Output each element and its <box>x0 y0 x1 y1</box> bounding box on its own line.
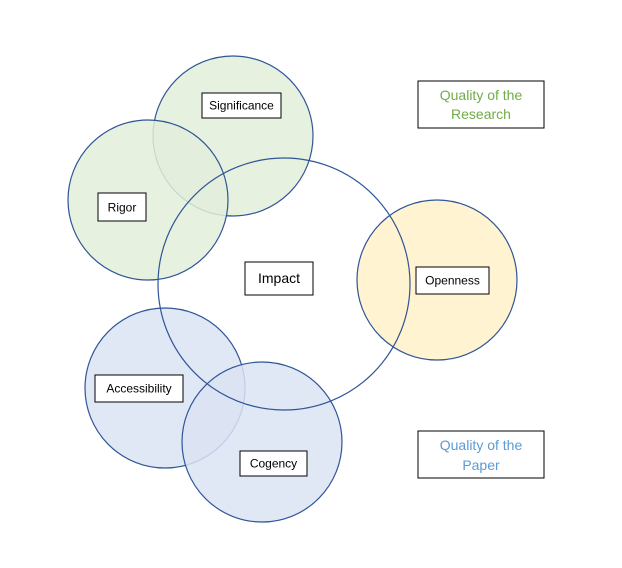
impact-label: Impact <box>244 261 314 296</box>
legend-quality-of-research: Quality of the Research <box>417 80 545 129</box>
svg-text:Rigor: Rigor <box>108 201 137 215</box>
openness-label: Openness <box>415 266 490 295</box>
cogency-label: Cogency <box>239 450 308 477</box>
significance-label: Significance <box>201 92 282 119</box>
svg-text:Paper: Paper <box>462 457 500 473</box>
impact-circle <box>157 157 411 411</box>
svg-text:Significance: Significance <box>209 99 274 113</box>
cogency-circle <box>181 361 343 523</box>
rigor-label: Rigor <box>97 192 147 222</box>
legend-quality-of-paper: Quality of the Paper <box>417 430 545 479</box>
svg-text:Cogency: Cogency <box>250 457 297 471</box>
svg-text:Quality of the: Quality of the <box>440 87 523 103</box>
svg-text:Quality of the: Quality of the <box>440 437 523 453</box>
rigor-circle <box>67 119 229 281</box>
accessibility-label: Accessibility <box>94 374 184 403</box>
svg-text:Openness: Openness <box>425 274 480 288</box>
svg-text:Accessibility: Accessibility <box>106 382 171 396</box>
svg-text:Impact: Impact <box>258 270 300 286</box>
svg-text:Research: Research <box>451 106 511 122</box>
